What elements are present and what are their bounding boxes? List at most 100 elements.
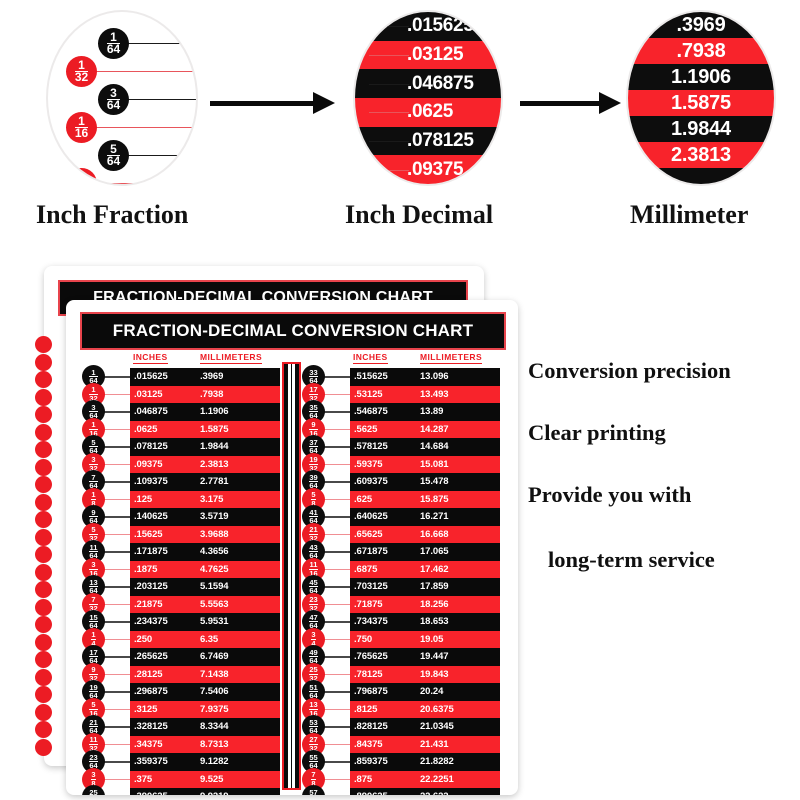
fraction-numerator: 43 [309, 542, 318, 552]
fraction-numerator: 5 [91, 525, 96, 535]
arrow-shaft [520, 101, 604, 106]
fraction-numerator: 1 [91, 367, 96, 377]
leader-line [320, 743, 354, 745]
fraction-denominator: 8 [91, 498, 96, 508]
feature-line-4: long-term service [548, 547, 715, 572]
fraction-denominator: 64 [89, 481, 98, 490]
leader-line [320, 376, 354, 378]
cell-inches: .234375 [134, 616, 168, 628]
leader-line [100, 533, 134, 535]
fraction-denominator: 32 [89, 533, 98, 543]
fraction-denominator: 64 [89, 586, 98, 595]
cell-inches: .0625 [134, 423, 158, 435]
cell-millimeters: 5.9531 [200, 616, 229, 628]
back-card-fraction-circle [35, 651, 52, 668]
cell-millimeters: 2.7781 [200, 476, 229, 488]
row-band: .015625.3969 [130, 368, 280, 386]
back-card-fraction-circle [35, 406, 52, 423]
fraction-numerator: 23 [89, 752, 98, 762]
cell-millimeters: 20.24 [420, 686, 444, 698]
fraction-denominator: 64 [309, 726, 318, 735]
millimeter-value: .3969 [676, 13, 726, 36]
fraction-numerator: 1 [91, 630, 96, 640]
leader-line [320, 481, 354, 483]
leader-line [320, 498, 354, 500]
leader-line [100, 708, 134, 710]
cell-millimeters: .3969 [200, 371, 224, 383]
fraction-numerator: 1 [91, 420, 96, 430]
fraction-denominator: 8 [91, 778, 96, 788]
back-card-fraction-circle [35, 423, 52, 441]
row-band: .89062522.622 [350, 788, 500, 795]
fraction-numerator: 7 [311, 770, 316, 780]
cell-inches: .59375 [354, 458, 383, 470]
leader-line [320, 726, 354, 728]
leader-line [320, 533, 354, 535]
leader-line [100, 568, 134, 570]
leader-line [100, 638, 134, 640]
column-divider [282, 362, 301, 790]
fraction-denominator: 64 [309, 621, 318, 630]
fraction-denominator: 16 [89, 568, 98, 578]
cell-inches: .140625 [134, 511, 168, 523]
leader-line [100, 516, 134, 518]
cell-millimeters: 15.478 [420, 476, 449, 488]
cell-inches: .84375 [354, 738, 383, 750]
fraction-numerator: 9 [311, 420, 316, 430]
back-card-fraction-circle [35, 476, 52, 493]
cell-millimeters: 3.175 [200, 493, 224, 505]
fraction-denominator: 8 [311, 498, 316, 508]
fraction-numerator: 25 [89, 787, 98, 795]
back-card-fraction-circle [35, 686, 52, 703]
cell-inches: .03125 [134, 388, 163, 400]
leader-line [100, 481, 134, 483]
back-card-fraction-circle [35, 598, 52, 616]
tick-line [98, 43, 196, 44]
cell-millimeters: 7.5406 [200, 686, 229, 698]
tick-line [369, 169, 409, 171]
fraction-circle-57-64: 5764 [302, 785, 325, 795]
cell-inches: .265625 [134, 651, 168, 663]
cell-millimeters: 19.447 [420, 651, 449, 663]
fraction-numerator: 49 [309, 647, 318, 657]
cell-inches: .3125 [134, 703, 158, 715]
cell-inches: .78125 [354, 668, 383, 680]
fraction-numerator: 7 [91, 472, 96, 482]
back-card-fraction-circle [35, 528, 52, 546]
cell-inches: .859375 [354, 756, 388, 768]
